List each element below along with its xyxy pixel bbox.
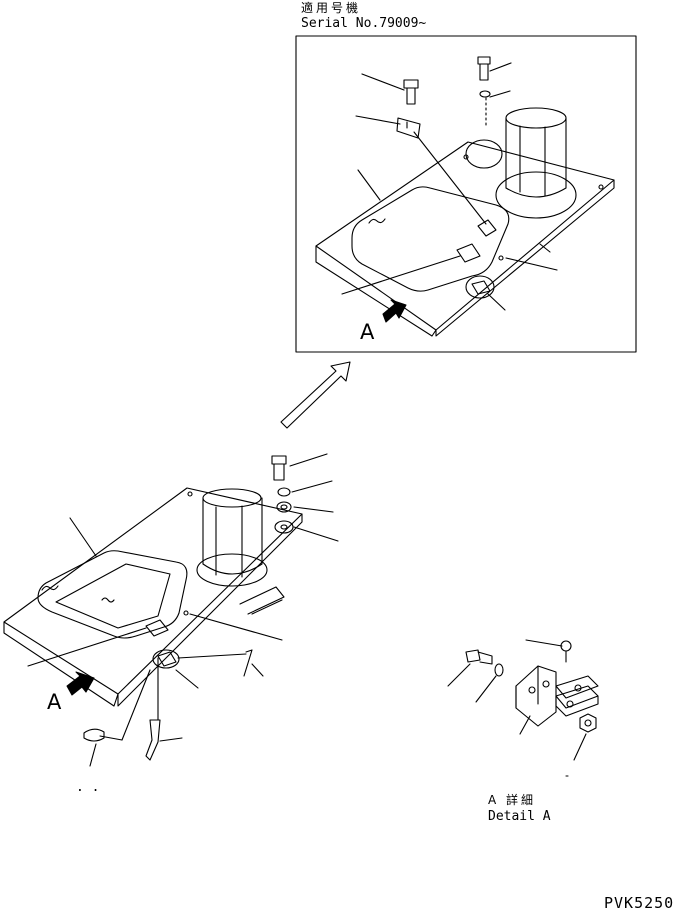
inset-duct-cylinder	[495, 107, 577, 253]
main-view-arrow	[66, 671, 95, 696]
detail-bracket-right	[555, 675, 599, 717]
serial-note-english: Serial No.79009~	[301, 16, 427, 31]
transition-arrow	[280, 361, 351, 429]
main-side-bracket	[239, 586, 285, 615]
main-cover-plate	[3, 487, 303, 707]
detail-cap	[560, 640, 572, 663]
inset-hole	[465, 139, 503, 169]
detail-bolt	[465, 649, 493, 665]
serial-note-japanese: 適用号機	[301, 1, 362, 15]
detail-washer	[494, 663, 504, 677]
inset-latch	[456, 219, 497, 299]
inset-frame	[295, 35, 637, 353]
inset-leader-lines	[341, 62, 558, 311]
inset-view-marker-label: A	[360, 320, 375, 344]
main-latch	[145, 619, 180, 669]
main-leader-lines	[27, 453, 339, 767]
detail-bracket-left	[515, 665, 557, 727]
inset-bracket	[396, 117, 487, 225]
detail-label-japanese: A 詳細	[488, 793, 537, 807]
main-hardware-stack	[271, 455, 294, 534]
drawing-code: PVK5250	[604, 894, 675, 912]
main-lock-parts	[83, 649, 253, 761]
main-duct-cylinder	[196, 488, 268, 587]
inset-cover-plate	[315, 141, 615, 337]
inset-view-arrow	[382, 299, 407, 323]
detail-label-english: Detail A	[488, 809, 551, 824]
detail-leader-lines	[447, 639, 587, 777]
inset-screws	[403, 56, 491, 129]
detail-nut	[579, 713, 597, 733]
main-view-marker-label: A	[47, 690, 62, 714]
stray-dots: . .	[76, 780, 100, 795]
